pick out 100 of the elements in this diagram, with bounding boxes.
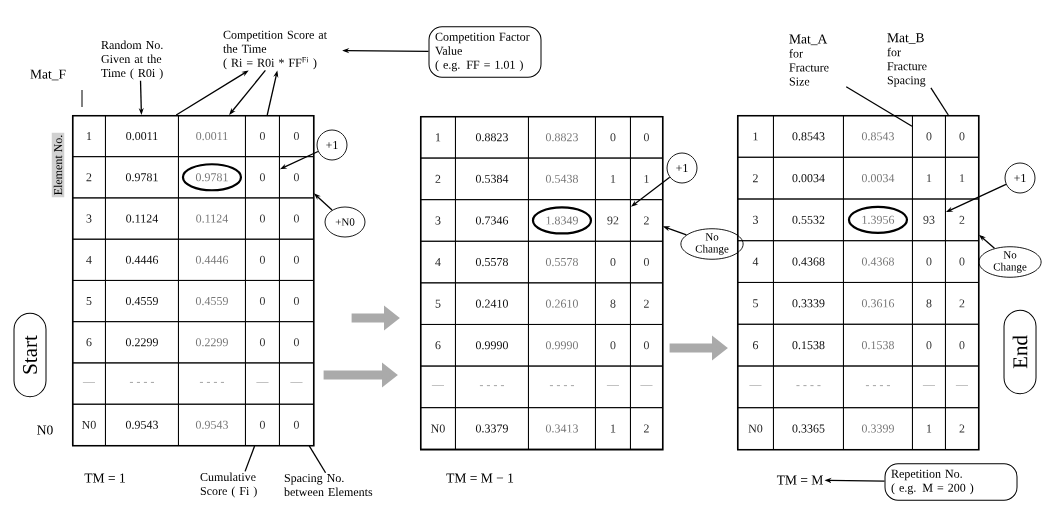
table-cell: 0.9543: [178, 403, 246, 446]
annotation-text: Spacing No. between Elements: [284, 473, 373, 497]
table-cell: 0.3379: [455, 407, 529, 450]
table-cell: 0.4368: [773, 240, 844, 283]
table-cell: 0.5532: [773, 198, 844, 242]
table-cell: 0.5438: [528, 157, 596, 201]
annotation-text: Cumulative Score ( Fi ): [200, 472, 257, 498]
table-cell: 2: [737, 156, 774, 200]
table-cell: 0: [279, 238, 314, 281]
table-cell: 0.0034: [773, 156, 844, 200]
table-cell: 0.8543: [843, 115, 913, 158]
table-cell: 0: [630, 324, 663, 367]
table-cell: 0: [595, 324, 631, 367]
table-cell: 6: [737, 323, 774, 367]
table-cell: 2: [630, 407, 663, 450]
table-cell: 0: [245, 238, 280, 281]
table-cell: —: [912, 365, 946, 409]
table-frame: [737, 115, 980, 451]
table-cell: N0: [420, 407, 456, 450]
table-cell: 1: [72, 115, 106, 158]
table-cell: 6: [420, 324, 456, 367]
table-cell: 1: [912, 407, 946, 450]
table-cell: 0.2610: [528, 282, 596, 325]
table-cell: 0: [279, 156, 314, 199]
table-cell: 92: [595, 199, 631, 242]
table-cell: 3: [420, 199, 456, 242]
table-cell: 0.2410: [455, 282, 529, 325]
table-cell: 0.3399: [843, 407, 913, 450]
table-cell: 3: [737, 198, 774, 242]
table-cell: 0.7346: [455, 199, 529, 242]
table-cell: 0.0011: [178, 115, 246, 158]
table-cell: - - - -: [178, 362, 246, 405]
table-cell: 0: [945, 323, 979, 367]
table-cell: 0: [245, 197, 280, 240]
annotation-text: Mat_A for Fracture Size: [789, 34, 829, 86]
table-frame: [420, 116, 664, 451]
table-cell: 0: [630, 240, 663, 284]
table-cell: —: [630, 365, 663, 409]
table-cell: 5: [420, 282, 456, 325]
step-label: TM = 1: [84, 473, 125, 483]
table-cell: 0.1124: [178, 197, 246, 240]
table-cell: 0: [912, 323, 946, 367]
table-cell: 93: [912, 198, 946, 242]
table-cell: 1: [945, 156, 979, 200]
table-cell: 6: [72, 321, 106, 364]
table-cell: 0: [279, 321, 314, 364]
table-cell: - - - -: [773, 365, 844, 409]
callout-box: Repetition No. ( e.g. M = 200 ): [884, 463, 1018, 501]
table-cell: 8: [595, 282, 631, 325]
table-cell: 0.9990: [455, 324, 529, 367]
matrix-label: Mat_F: [30, 69, 66, 81]
table-cell: 0: [279, 115, 314, 158]
table-cell: 0: [245, 280, 280, 323]
table-cell: 0.8543: [773, 115, 844, 158]
table-cell: 0: [245, 403, 280, 446]
table-cell: 0.9543: [105, 403, 179, 446]
table-cell: 3: [72, 197, 106, 240]
table-cell: 0.5578: [528, 240, 596, 284]
leader-line: [845, 86, 913, 127]
table-cell: 1: [595, 157, 631, 201]
table-cell: 0: [912, 240, 946, 283]
table-cell: 0.8823: [528, 116, 596, 159]
table-cell: 0: [945, 240, 979, 283]
table-cell: 0.5384: [455, 157, 529, 201]
table-cell: - - - -: [455, 365, 529, 409]
leader-line: [308, 445, 327, 474]
table-cell: 0.3413: [528, 407, 596, 450]
table-cell: 0.3616: [843, 282, 913, 325]
axis-label: Element No.: [51, 132, 65, 198]
step-label: TM = M: [776, 475, 823, 485]
table-cell: 0.9990: [528, 324, 596, 367]
table-cell: 1: [595, 407, 631, 450]
table-cell: 1: [630, 157, 663, 201]
table-cell: 0: [245, 115, 280, 158]
row-label: N0: [37, 425, 53, 435]
table-cell: 0.9781: [178, 156, 246, 199]
annotation-text: Competition Score at the Time ( Ri = R0i * FF$^{Fi}$ ): [223, 30, 327, 70]
annotation-text: Random No. Given at the Time ( R0i ): [101, 40, 163, 80]
table-cell: 0: [279, 280, 314, 323]
table-cell: —: [245, 362, 280, 405]
table-cell: N0: [737, 407, 774, 450]
table-cell: 0.1124: [105, 197, 179, 240]
table-cell: 0.1538: [773, 323, 844, 367]
table-cell: 0: [595, 116, 631, 159]
table-cell: —: [420, 365, 456, 409]
table-cell: —: [737, 365, 774, 409]
table-cell: 5: [737, 282, 774, 325]
table-cell: 0.1538: [843, 323, 913, 367]
table-cell: 1: [912, 156, 946, 200]
table-cell: —: [595, 365, 631, 409]
table-cell: 1: [420, 116, 456, 159]
leader-line: [930, 87, 949, 116]
callout-box: Competition Factor Value ( e.g. FF = 1.01 ): [428, 26, 542, 78]
table-cell: 0: [630, 116, 663, 159]
table-cell: 2: [630, 282, 663, 325]
table-cell: 0: [279, 403, 314, 446]
table-cell: 0.2299: [178, 321, 246, 364]
table-cell: 0.0011: [105, 115, 179, 158]
table-cell: 0.9781: [105, 156, 179, 199]
table-cell: 0.4446: [178, 238, 246, 281]
